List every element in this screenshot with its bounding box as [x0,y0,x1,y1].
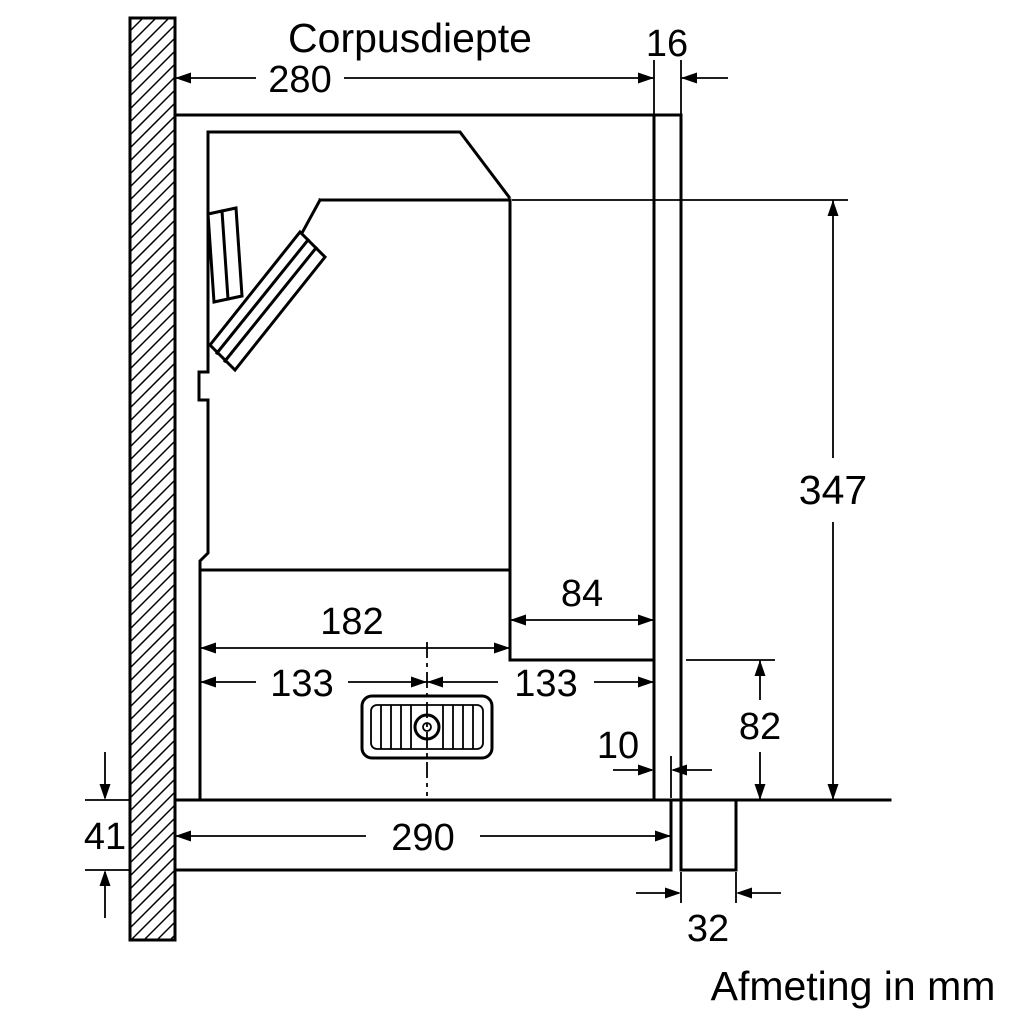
dim-total-height: 347 [799,200,867,800]
dim-bottom-bar-height-value: 41 [84,816,126,858]
arrowhead [638,676,654,688]
dim-bottom-protrusion-value: 10 [597,725,639,767]
dim-front-section-depth-value: 84 [561,573,603,615]
arrowhead [665,887,681,899]
arrowhead [638,764,654,776]
arrowhead [671,764,687,776]
dim-bottom-protrusion: 10 [597,725,712,776]
arrowhead [827,200,839,216]
hood-body [197,130,656,802]
wall [128,16,177,942]
arrowhead [655,830,671,842]
dim-front-panel-thickness-value: 16 [646,23,688,65]
dim-front-section-depth: 84 [510,573,654,626]
dim-bottom-front-depth-value: 32 [687,908,729,950]
telescopic-visor [206,206,328,373]
dim-bottom-front-depth: 32 [636,887,781,950]
dim-corpus-depth: 280 [175,59,654,101]
arrowhead [99,870,111,886]
dim-front-section-height-value: 82 [739,706,781,748]
arrowhead [681,72,697,84]
dim-center-from-back-value: 133 [270,663,333,705]
dim-front-section-height: 82 [739,660,781,800]
arrowhead [510,614,526,626]
arrowhead [754,660,766,676]
dim-bottom-bar-depth-value: 290 [391,817,454,859]
arrowhead [736,887,752,899]
dim-total-height-value: 347 [799,467,867,513]
arrowhead [638,72,654,84]
arrowhead [754,784,766,800]
wall-hatching [129,17,176,941]
arrowhead [99,784,111,800]
dim-center-from-front-value: 133 [514,663,577,705]
arrowhead [638,614,654,626]
dim-corpus-depth-value: 280 [268,59,331,101]
cabinet-outline [173,113,683,802]
units-note: Afmeting in mm [711,963,996,1009]
arrowhead [200,642,216,654]
arrowhead [175,830,191,842]
arrowhead [175,72,191,84]
arrowhead [494,642,510,654]
dim-duct-center: 133 133 [200,663,654,705]
dim-body-depth: 182 [200,601,510,654]
corpus-depth-title: Corpusdiepte [288,15,532,61]
dim-body-depth-value: 182 [320,601,383,643]
dim-bottom-bar-depth: 290 [175,817,671,859]
arrowhead [200,676,216,688]
dim-front-panel-thickness: 16 [646,23,728,84]
arrowhead [411,676,427,688]
bottom-bar [173,798,892,872]
dim-bottom-bar-height: 41 [84,752,126,918]
arrowhead [827,784,839,800]
arrowhead [427,676,443,688]
